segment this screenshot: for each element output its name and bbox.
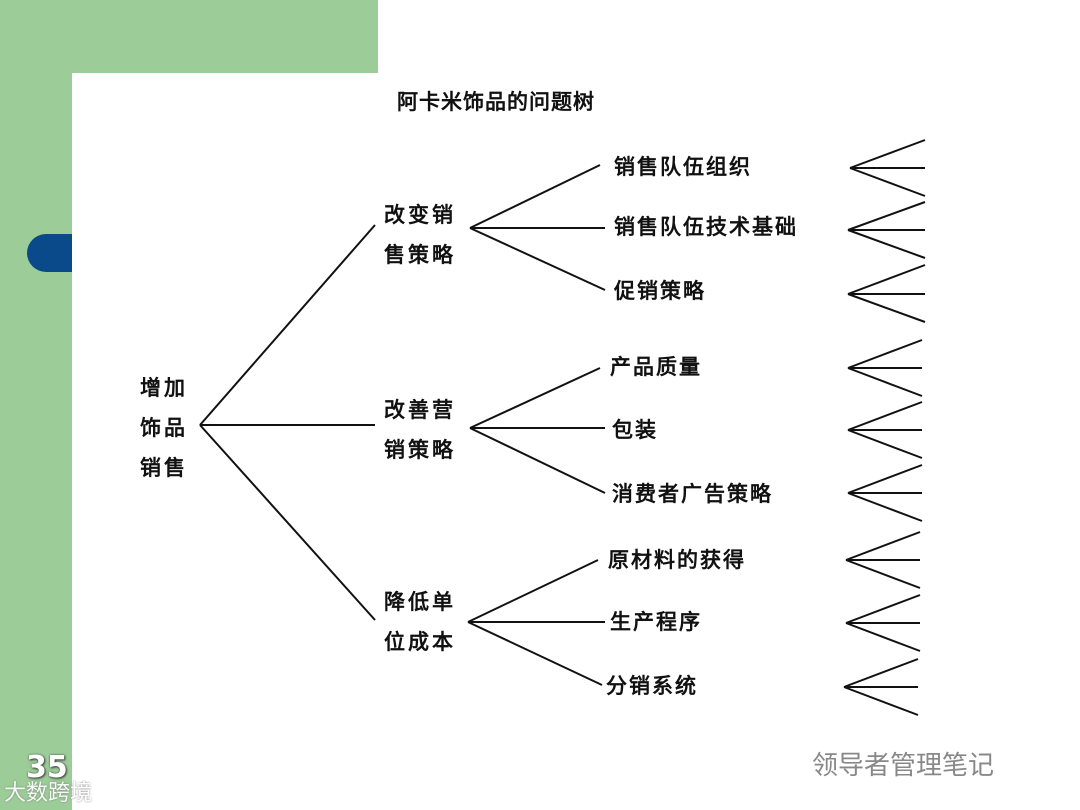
green-side-band — [0, 73, 72, 810]
leaf-2-3: 消费者广告策略 — [612, 482, 773, 506]
root-line-3: 销售 — [140, 456, 188, 480]
leaf-1-1: 销售队伍组织 — [614, 155, 752, 179]
leaf-1-2: 销售队伍技术基础 — [614, 215, 798, 239]
branch-1-line-2: 售策略 — [384, 243, 456, 267]
branch-node-3: 降低单 位成本 — [384, 582, 456, 662]
root-node: 增加 饰品 销售 — [140, 368, 188, 488]
branch-2-line-2: 销策略 — [384, 438, 456, 462]
leaf-3-3: 分销系统 — [606, 674, 698, 698]
watermark-right: 领导者管理笔记 — [812, 751, 995, 781]
branch-node-1: 改变销 售策略 — [384, 195, 456, 275]
blue-tab-marker — [27, 234, 72, 272]
leaf-2-1: 产品质量 — [610, 355, 702, 379]
green-header-band — [0, 0, 378, 73]
leaf-3-1: 原材料的获得 — [608, 548, 746, 572]
diagram-title: 阿卡米饰品的问题树 — [397, 90, 595, 114]
branch-3-line-1: 降低单 — [384, 590, 456, 614]
branch-node-2: 改善营 销策略 — [384, 390, 456, 470]
slide-number: 35 — [26, 750, 68, 785]
leaf-2-2: 包装 — [612, 418, 658, 442]
root-line-2: 饰品 — [140, 416, 188, 440]
root-line-1: 增加 — [140, 376, 188, 400]
branch-3-line-2: 位成本 — [384, 630, 456, 654]
branch-2-line-1: 改善营 — [384, 398, 456, 422]
leaf-3-2: 生产程序 — [610, 610, 702, 634]
branch-1-line-1: 改变销 — [384, 203, 456, 227]
leaf-1-3: 促销策略 — [614, 279, 706, 303]
watermark-left: 大数跨境 — [4, 781, 93, 806]
